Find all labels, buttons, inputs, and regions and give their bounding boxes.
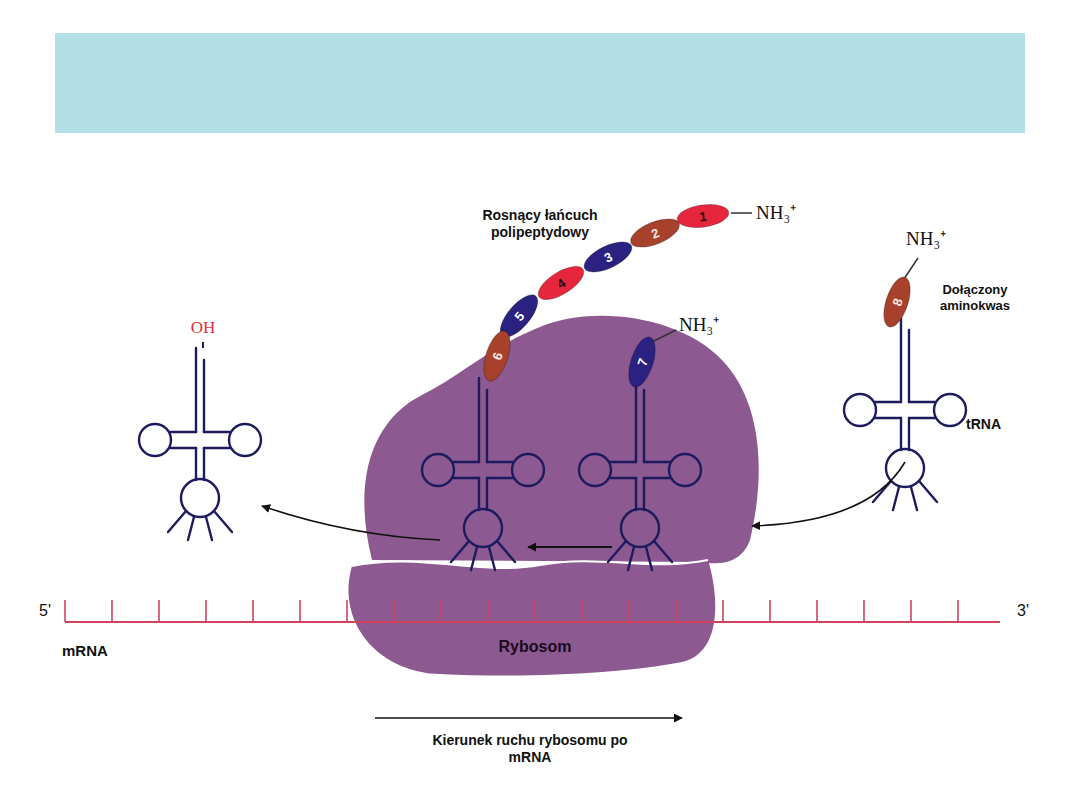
amino-acid: 7 bbox=[622, 333, 662, 392]
codon-tick bbox=[675, 600, 677, 622]
strand-end: 3' bbox=[1008, 601, 1038, 620]
mrna-label: mRNA bbox=[62, 642, 132, 660]
amino-acid-ellipse bbox=[580, 236, 636, 279]
amino-acid: 6 bbox=[477, 327, 517, 386]
mrna-strand bbox=[65, 600, 1000, 622]
amino-acid: 8 bbox=[877, 273, 917, 332]
codon-tick bbox=[722, 600, 724, 622]
hydroxyl-end: OH bbox=[183, 318, 223, 338]
amino-terminus: NH₃⁺ bbox=[679, 314, 739, 337]
amino-acid-ellipse bbox=[879, 274, 916, 330]
exiting-trna bbox=[139, 348, 261, 540]
codon-tick bbox=[111, 600, 113, 622]
ribosome: Rybosom bbox=[325, 315, 745, 680]
trna-label: tRNA bbox=[966, 416, 1016, 433]
codon-tick bbox=[205, 600, 207, 622]
codon-tick bbox=[910, 600, 912, 622]
amino-end-line bbox=[731, 212, 752, 214]
amino-acid-label: Dołączony aminokwas bbox=[925, 282, 1025, 313]
incoming-trna bbox=[844, 318, 966, 510]
codon-tick bbox=[393, 600, 395, 622]
direction-label: Kierunek ruchu rybosomu po mRNA bbox=[420, 732, 640, 766]
amino-terminus: NH₃⁺ bbox=[906, 228, 966, 251]
codon-tick bbox=[816, 600, 818, 622]
amino-acid-ellipse bbox=[533, 260, 589, 306]
codon-tick bbox=[252, 600, 254, 622]
header-band bbox=[55, 33, 1025, 133]
codon-tick bbox=[440, 600, 442, 622]
oh-line bbox=[202, 342, 204, 348]
large-subunit bbox=[364, 316, 758, 564]
codon-tick bbox=[299, 600, 301, 622]
codon-tick bbox=[863, 600, 865, 622]
p-site-trna bbox=[422, 378, 544, 570]
codon-tick bbox=[581, 600, 583, 622]
a-site-trna bbox=[579, 378, 701, 570]
strand-end: 5' bbox=[30, 601, 60, 620]
amino-acid-ellipse bbox=[676, 201, 731, 230]
codon-tick bbox=[628, 600, 630, 622]
subunit-gap bbox=[352, 560, 708, 568]
codon-tick bbox=[534, 600, 536, 622]
amino-acid-ellipse bbox=[624, 334, 661, 390]
amino-acid: 1 bbox=[675, 200, 732, 231]
amino-acid: 2 bbox=[625, 212, 684, 254]
exit-arrow bbox=[262, 506, 440, 540]
direction-arrow bbox=[375, 717, 682, 719]
codon-tick bbox=[158, 600, 160, 622]
codon-tick bbox=[957, 600, 959, 622]
ribosome-shape bbox=[325, 315, 745, 680]
amino-acid: 3 bbox=[578, 234, 637, 279]
codon-tick bbox=[769, 600, 771, 622]
small-subunit bbox=[348, 560, 715, 676]
codon-tick bbox=[64, 600, 66, 622]
amino-acid: 4 bbox=[532, 259, 591, 308]
codon-tick bbox=[487, 600, 489, 622]
incoming-arrow bbox=[752, 462, 905, 526]
translocation-arrow bbox=[528, 546, 612, 548]
amino-acid-ellipse bbox=[627, 213, 683, 253]
amino-acid-ellipse bbox=[479, 328, 516, 384]
part-name: Rybosom bbox=[499, 638, 572, 656]
amino-terminus: NH₃⁺ bbox=[756, 202, 816, 225]
chain-label: Rosnący łańcuch polipeptydowy bbox=[440, 207, 640, 241]
codon-tick bbox=[346, 600, 348, 622]
